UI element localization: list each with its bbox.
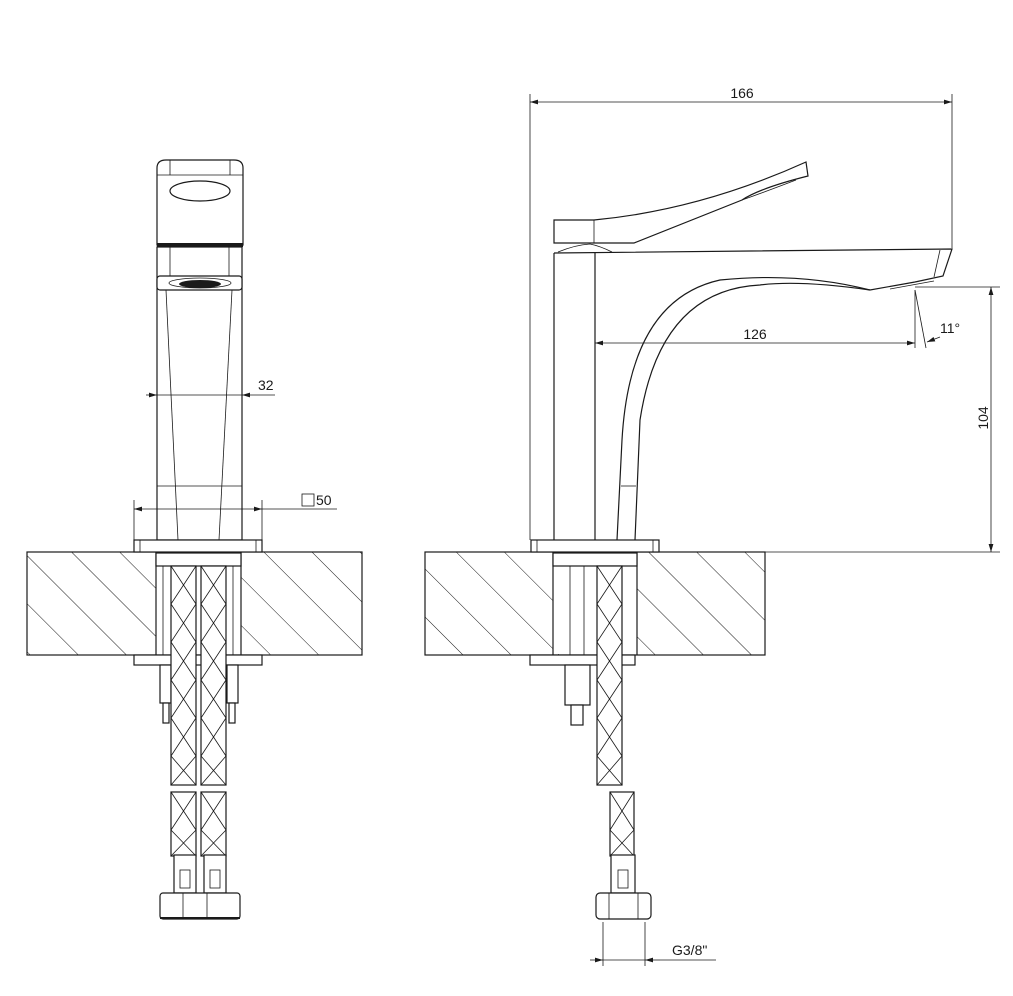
mounting-kit-side bbox=[529, 552, 638, 726]
braided-hoses-front bbox=[170, 565, 227, 857]
dimension-spout-reach: 126 bbox=[595, 326, 915, 346]
hose-braid bbox=[170, 791, 197, 857]
hose-segment bbox=[170, 565, 197, 786]
hose-segment bbox=[596, 565, 623, 786]
hose-braid bbox=[596, 565, 623, 786]
square-symbol-icon bbox=[301, 493, 315, 507]
spout-body-front bbox=[133, 246, 263, 553]
mounting-kit-front bbox=[133, 552, 263, 724]
mixer-lever-side bbox=[553, 161, 809, 253]
dim-32-label: 32 bbox=[258, 377, 274, 393]
hose-braid bbox=[609, 791, 635, 857]
dim-126-label: 126 bbox=[743, 326, 767, 342]
hose-segment bbox=[200, 565, 227, 786]
dimension-connection-thread: G3/8" bbox=[590, 922, 716, 966]
dimension-overall-length: 166 bbox=[529, 85, 953, 540]
front-view: 32 50 bbox=[26, 159, 363, 920]
mixer-handle-front bbox=[156, 159, 244, 247]
dim-50-label: 50 bbox=[316, 492, 332, 508]
braided-hose-side bbox=[596, 565, 635, 857]
hose-nuts-front bbox=[159, 854, 241, 920]
dimension-spout-height: 104 bbox=[765, 286, 1000, 553]
dim-g38-label: G3/8" bbox=[672, 942, 707, 958]
hose-braid bbox=[170, 565, 197, 786]
hose-braid bbox=[200, 565, 227, 786]
hose-nut-side bbox=[595, 854, 652, 920]
dimension-spout-angle: 11° bbox=[914, 289, 960, 349]
dim-11deg-label: 11° bbox=[940, 320, 960, 336]
dimension-base-square: 50 bbox=[133, 492, 337, 546]
dimension-body-width: 32 bbox=[146, 377, 275, 398]
countertop-section-side bbox=[424, 551, 766, 656]
hose-braid bbox=[200, 791, 227, 857]
dim-104-label: 104 bbox=[975, 406, 991, 430]
dim-166-label: 166 bbox=[730, 85, 754, 101]
side-view: 166 126 11° 104 G3/8" bbox=[424, 85, 1000, 966]
spout-side bbox=[530, 248, 953, 553]
